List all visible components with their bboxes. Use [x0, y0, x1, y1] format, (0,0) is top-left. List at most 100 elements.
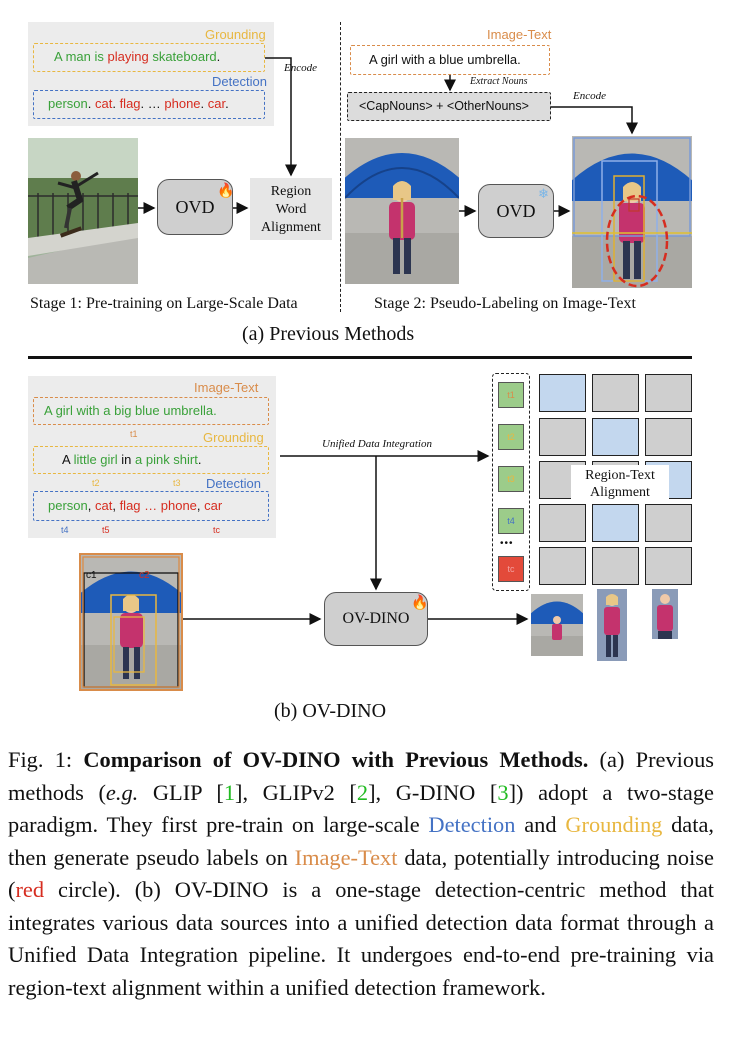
ovd-node-label: OVD — [175, 196, 215, 217]
sentence2-token: . — [197, 452, 202, 467]
detection-label-b: Detection — [206, 476, 261, 491]
stage1-caption: Stage 1: Pre-training on Large-Scale Dat… — [30, 295, 298, 312]
detection-token: phone — [164, 96, 201, 111]
panel-b-text-panel — [28, 376, 276, 538]
subcaption-b: (b) OV-DINO — [274, 700, 387, 722]
text-token: tc — [498, 556, 524, 582]
grounding-label: Grounding — [205, 27, 266, 42]
ref-link[interactable]: 2 — [356, 779, 369, 805]
girl-umbrella-photo — [345, 138, 459, 284]
region-word-alignment-box: Region Word Alignment — [250, 178, 332, 240]
word-detection: Detection — [428, 812, 516, 837]
token-tc: tc — [213, 525, 221, 535]
detection-token: car — [207, 96, 226, 111]
det-item: … — [140, 498, 161, 513]
skateboard-photo — [28, 138, 138, 284]
grounding-token: man — [65, 49, 91, 64]
detection-token: . — [112, 96, 120, 111]
text-token: t1 — [498, 382, 524, 408]
box-label-c2: c2 — [139, 570, 150, 581]
detection-token: . — [87, 96, 95, 111]
detection-token: person — [48, 96, 88, 111]
region-crop — [597, 589, 627, 661]
input-image-b — [79, 553, 183, 691]
grid-cell — [592, 418, 639, 456]
sentence1-box: A girl with a big blue umbrella. — [33, 397, 269, 425]
ovd-node-stage1: OVD — [157, 179, 233, 235]
stage1-text-panel — [28, 22, 274, 126]
detection-token: cat — [94, 96, 113, 111]
grid-cell — [645, 374, 692, 412]
box-label-c1: c1 — [86, 570, 97, 581]
detection-token: . … — [140, 96, 165, 111]
word-red: red — [15, 877, 45, 902]
caption-paragraph: Fig. 1: Comparison of OV-DINO with Previ… — [8, 747, 714, 1000]
grid-cell — [539, 418, 586, 456]
grid-cell — [592, 547, 639, 585]
subcaption-a: (a) Previous Methods — [242, 323, 415, 345]
image-text-label-stage2: Image-Text — [487, 27, 552, 42]
unified-integration-label: Unified Data Integration — [322, 438, 432, 450]
sentence1-text: A girl with a big blue umbrella. — [44, 403, 217, 418]
sentence2-token: in — [117, 452, 135, 467]
detection-label: Detection — [212, 74, 267, 89]
token-ellipsis: ••• — [500, 538, 514, 549]
token-t5: t5 — [102, 525, 110, 535]
token-t1: t1 — [130, 429, 138, 439]
grounding-token: playing — [107, 49, 149, 64]
rta-line: Alignment — [590, 485, 650, 500]
detection-token: . — [200, 96, 208, 111]
sentence2-token: little girl — [73, 452, 118, 467]
panel-a-arrows — [138, 57, 638, 217]
grid-cell — [645, 504, 692, 542]
stage-divider — [340, 22, 341, 312]
grid-cell — [539, 547, 586, 585]
sentence-box: A girl with a blue umbrella. — [350, 45, 550, 75]
region-text-alignment-label: Region-Text Alignment — [571, 465, 669, 503]
figure-caption: Fig. 1: Comparison of OV-DINO with Previ… — [8, 744, 714, 1004]
extract-nouns-label: Extract Nouns — [470, 76, 528, 87]
rta-line: Region-Text — [585, 468, 655, 483]
ref-link[interactable]: 3 — [497, 779, 509, 805]
align-line: Region — [270, 184, 312, 199]
region-crop — [652, 589, 678, 639]
sentence-text: A girl with a blue umbrella. — [369, 52, 521, 67]
token-t3: t3 — [173, 478, 181, 488]
panel-b-arrows — [183, 450, 529, 625]
grounding-token: is — [90, 49, 108, 64]
caption-fig: Fig. 1: — [8, 747, 84, 772]
det-item: , — [112, 498, 120, 513]
detection-items-box: person, cat, flag … phone, car — [33, 491, 269, 521]
ov-dino-node: OV-DINO — [324, 592, 428, 646]
grid-cell — [645, 418, 692, 456]
det-item: phone — [160, 498, 197, 513]
text-token: t4 — [498, 508, 524, 534]
text-token: t3 — [498, 466, 524, 492]
det-item: cat — [94, 498, 113, 513]
image-text-label-b: Image-Text — [194, 380, 259, 395]
ovd-node-stage2: OVD — [478, 184, 554, 238]
detection-text-box: person. cat. flag. … phone. car. — [33, 90, 265, 119]
nouns-text: <CapNouns> + <OtherNouns> — [359, 99, 529, 113]
grounding-token: skateboard — [152, 49, 217, 64]
token-t4: t4 — [61, 525, 69, 535]
caption-title: Comparison of OV-DINO with Previous Meth… — [83, 747, 589, 772]
fire-icon: 🔥 — [411, 596, 429, 611]
align-line: Word — [275, 202, 307, 217]
det-item: car — [204, 498, 223, 513]
grid-cell — [592, 374, 639, 412]
det-item: , — [196, 498, 205, 513]
grounding-token: A — [54, 49, 66, 64]
word-image-text: Image-Text — [294, 844, 398, 870]
det-item: person — [48, 498, 88, 513]
ov-dino-label: OV-DINO — [342, 610, 410, 627]
text-token: t2 — [498, 424, 524, 450]
det-item: , — [87, 498, 95, 513]
pseudo-labeled-photo — [572, 136, 692, 288]
encode-label-stage1: Encode — [284, 62, 317, 74]
ovd-node-label: OVD — [496, 200, 536, 221]
grounding-label-b: Grounding — [203, 430, 264, 445]
sentence2-token: A — [62, 452, 74, 467]
ref-link[interactable]: 1 — [223, 779, 236, 805]
grid-cell — [645, 547, 692, 585]
